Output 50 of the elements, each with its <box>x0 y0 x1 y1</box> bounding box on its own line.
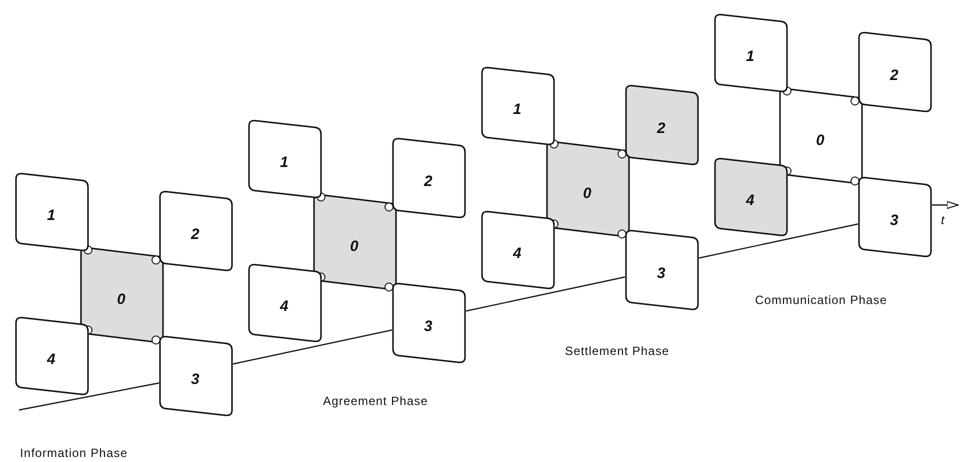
tile-number: 1 <box>513 102 522 117</box>
puzzle-tile <box>248 119 322 199</box>
tile-number: 4 <box>513 246 522 261</box>
tile-number: 3 <box>191 372 200 387</box>
timeline-segment <box>232 329 392 365</box>
tile-number: 1 <box>746 49 754 64</box>
tile-number: 3 <box>424 319 432 334</box>
tile-number: 0 <box>816 133 824 148</box>
puzzle-tile <box>392 282 466 364</box>
tile-number: 4 <box>746 193 754 208</box>
tile-number: 1 <box>47 208 56 223</box>
tile-number: 0 <box>117 292 126 307</box>
edge-label: t <box>940 214 946 226</box>
tile-number: 2 <box>890 68 898 83</box>
puzzle-tile <box>858 31 932 113</box>
tile-number: 1 <box>280 155 288 170</box>
puzzle-tile <box>15 316 89 396</box>
timeline-segment <box>698 223 858 259</box>
timeline-segment <box>18 382 160 411</box>
phase-label: Settlement Phase <box>565 344 670 358</box>
tile-number: 0 <box>350 239 358 254</box>
tile-number: 2 <box>657 121 666 136</box>
puzzle-tile <box>481 66 555 146</box>
puzzle-tile <box>159 335 233 417</box>
tile-number: 3 <box>890 213 898 228</box>
puzzle-tile <box>625 229 699 311</box>
puzzle-tile <box>779 87 863 185</box>
time-arrow <box>932 201 958 209</box>
puzzle-tile <box>546 140 630 238</box>
puzzle-tile <box>714 157 788 237</box>
puzzle-tile <box>714 13 788 93</box>
tile-number: 2 <box>191 227 200 242</box>
puzzle-tile <box>481 210 555 290</box>
puzzle-tile <box>392 137 466 219</box>
phase-label: Agreement Phase <box>323 394 428 408</box>
tile-number: 4 <box>47 352 56 367</box>
tile-number: 3 <box>657 266 666 281</box>
timeline-segment <box>466 276 626 312</box>
puzzle-tile <box>15 172 89 252</box>
puzzle-tile <box>80 246 164 344</box>
phase-label: Communication Phase <box>755 293 888 307</box>
puzzle-tile <box>858 176 932 258</box>
tile-number: 4 <box>280 299 288 314</box>
tile-number: 0 <box>583 186 592 201</box>
puzzle-tile <box>248 263 322 343</box>
phase-label: Information Phase <box>20 446 128 460</box>
puzzle-tile <box>313 193 397 291</box>
tile-number: 2 <box>424 174 432 189</box>
puzzle-tile <box>159 190 233 272</box>
puzzle-tile <box>625 84 699 166</box>
